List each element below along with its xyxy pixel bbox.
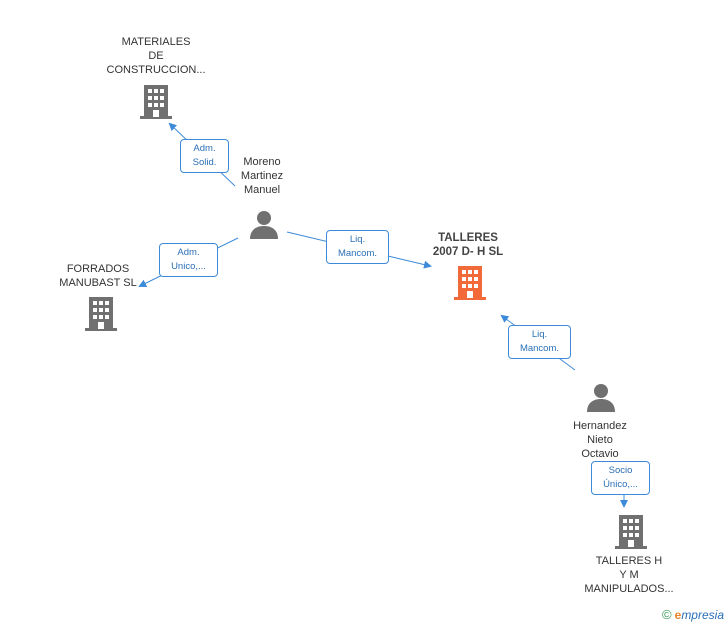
brand-name: mpresia <box>681 608 724 622</box>
copyright-symbol: © <box>662 607 672 622</box>
person-icon[interactable] <box>586 383 616 413</box>
node-label-talleres-hym: TALLERES H Y M MANIPULADOS... <box>584 555 674 595</box>
node-label-materiales: MATERIALES DE CONSTRUCCION... <box>106 36 206 76</box>
building-icon[interactable] <box>140 85 172 119</box>
building-icon[interactable] <box>615 515 647 549</box>
relation-adm-unico[interactable]: Adm. Unico,... <box>159 243 218 277</box>
node-label-talleres-dh: TALLERES 2007 D- H SL <box>432 232 504 258</box>
relation-liq-mancom[interactable]: Liq. Mancom. <box>508 325 571 359</box>
node-label-hernandez: Hernandez Nieto Octavio <box>573 420 627 460</box>
relation-adm-solid[interactable]: Adm. Solid. <box>180 139 229 173</box>
node-label-moreno: Moreno Martinez Manuel <box>240 156 284 196</box>
brand-initial: e <box>674 608 682 622</box>
building-icon[interactable] <box>454 266 486 300</box>
empresia-logo: ©empresia <box>662 607 724 622</box>
relation-liq-mancom[interactable]: Liq. Mancom. <box>326 230 389 264</box>
node-label-forrados: FORRADOS MANUBAST SL <box>59 263 137 289</box>
relation-socio-unico[interactable]: Socio Único,... <box>591 461 650 495</box>
person-icon[interactable] <box>249 210 279 240</box>
building-icon[interactable] <box>85 297 117 331</box>
